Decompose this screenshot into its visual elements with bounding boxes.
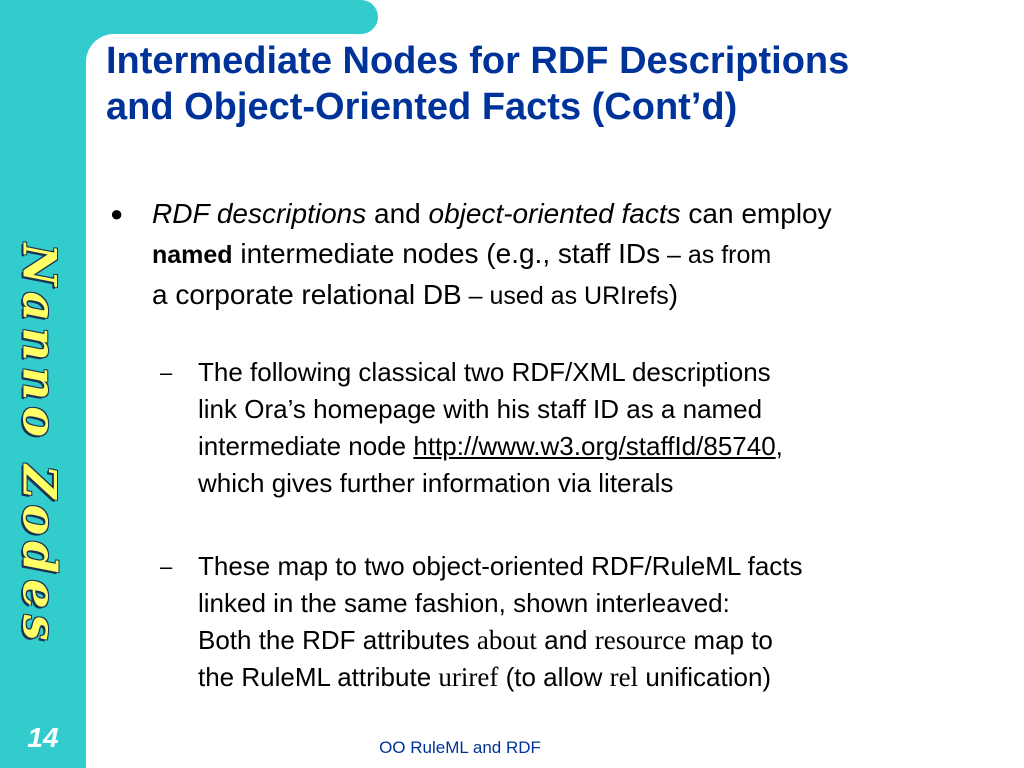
attr-about: about [476, 625, 537, 655]
dash-icon: – [160, 360, 173, 385]
main-bullet: ● RDF descriptions and object-oriented f… [110, 194, 1000, 316]
sub2-unification: unification) [638, 662, 772, 692]
text-as-from: – as from [660, 241, 772, 269]
text-used-as-urirefs: – used as URIrefs [461, 282, 669, 310]
title-line-1: Intermediate Nodes for RDF Descriptions [106, 40, 850, 82]
text-close-paren: ) [668, 279, 679, 310]
dash-icon: – [160, 554, 173, 579]
text-intermediate-nodes: intermediate nodes (e.g., staff IDs [232, 238, 661, 269]
slide-footer: OO RuleML and RDF [379, 738, 541, 757]
bullet-line-3: a corporate relational DB – used as URIr… [152, 275, 1000, 316]
sub2-line-3: Both the RDF attributes [198, 625, 477, 655]
bullet-line-2: named intermediate nodes (e.g., staff ID… [152, 234, 1000, 275]
text-can-employ: can employ [680, 198, 832, 229]
side-text-label: Nanno Zodes [13, 243, 67, 647]
sub1-line-2: link Ora’s homepage with his staff ID as… [198, 394, 763, 424]
title-line-2: and Object-Oriented Facts (Cont’d) [106, 86, 738, 128]
attr-resource: resource [594, 625, 687, 655]
text-corporate-db: a corporate relational DB [152, 279, 462, 310]
term-rdf-descriptions: RDF descriptions [152, 198, 367, 229]
corner-curve [86, 34, 142, 90]
side-vertical-text: Nanno Zodes [10, 210, 70, 680]
slide-title: Intermediate Nodes for RDF Descriptions … [106, 38, 1006, 130]
sub1-line-1: The following classical two RDF/XML desc… [198, 357, 771, 387]
bullet-dot-icon: ● [110, 201, 124, 226]
text-and: and [366, 198, 429, 229]
term-named: named [152, 241, 233, 269]
staff-id-link[interactable]: http://www.w3.org/staffId/85740 [413, 431, 776, 461]
sub1-line-4: which gives further information via lite… [198, 468, 674, 498]
sub2-map-to: map to [686, 625, 773, 655]
sub1-line-3: intermediate node [198, 431, 414, 461]
top-teal-bar [0, 0, 378, 34]
sub-bullet-2: – These map to two object-oriented RDF/R… [160, 548, 1000, 696]
sub-bullet-2-text: These map to two object-oriented RDF/Rul… [198, 548, 1000, 696]
left-teal-bar [0, 0, 86, 768]
sub2-to-allow: (to allow [498, 662, 610, 692]
attr-rel: rel [609, 662, 639, 692]
sub2-and: and [536, 625, 595, 655]
slide-number: 14 [27, 722, 59, 753]
bullet-line-1: RDF descriptions and object-oriented fac… [152, 194, 1000, 234]
term-oo-facts: object-oriented facts [428, 198, 681, 229]
sub2-line-4: the RuleML attribute [198, 662, 439, 692]
sub-bullet-1: – The following classical two RDF/XML de… [160, 354, 1000, 502]
sub2-line-1: These map to two object-oriented RDF/Rul… [198, 551, 803, 581]
sub2-line-2: linked in the same fashion, shown interl… [198, 588, 730, 618]
sub1-comma: , [775, 431, 783, 461]
sub-bullet-1-text: The following classical two RDF/XML desc… [198, 354, 1000, 502]
attr-uriref: uriref [438, 662, 499, 692]
main-bullet-text: RDF descriptions and object-oriented fac… [152, 194, 1000, 316]
